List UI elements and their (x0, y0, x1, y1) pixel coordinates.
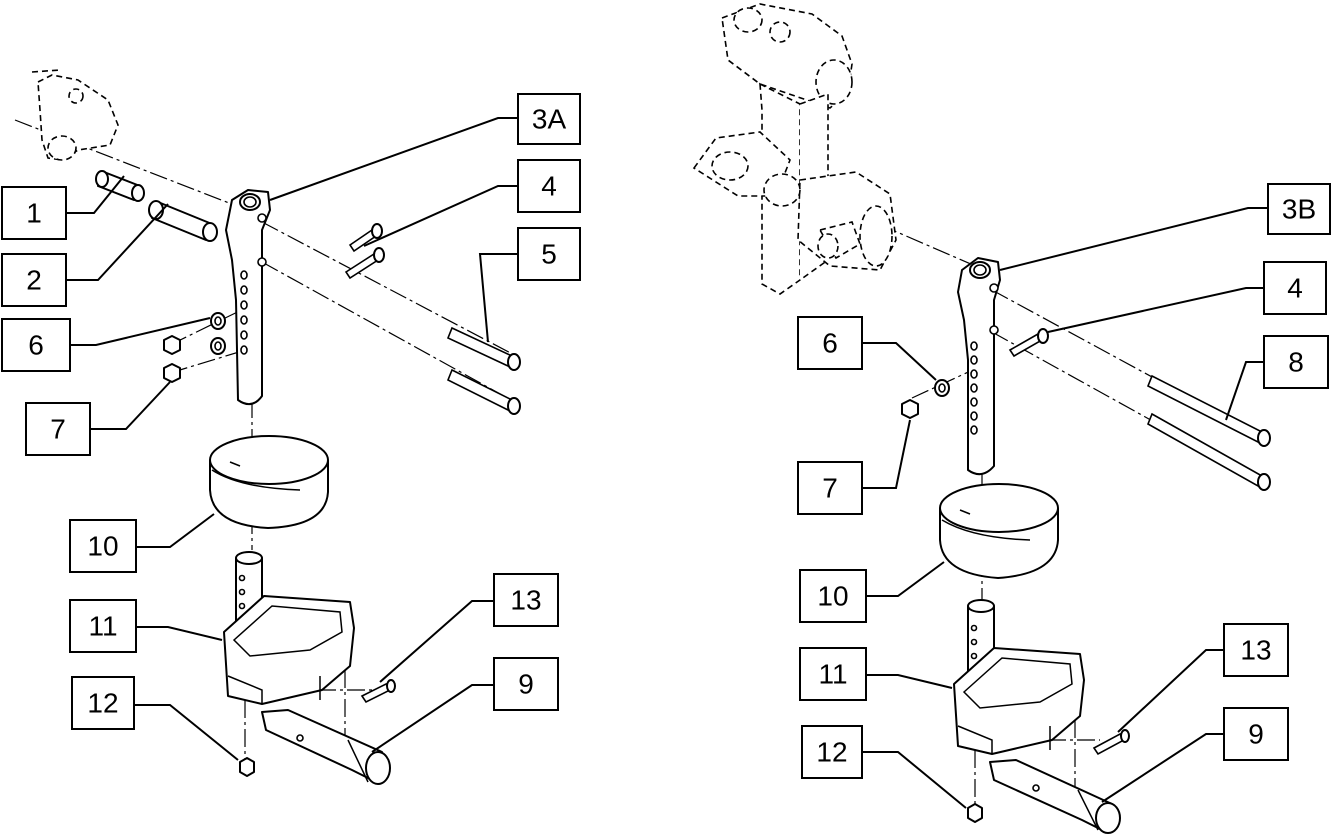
callout-1: 1 (1, 186, 67, 240)
callout-7: 7 (25, 402, 91, 456)
washers-part-6 (210, 312, 226, 355)
hanger-tube-part-3a (225, 189, 271, 406)
callout-label: 13 (1240, 635, 1271, 666)
left-frame-bracket-ghost (31, 69, 119, 161)
left-leader-lines (66, 117, 518, 761)
callout-label: 13 (510, 585, 541, 616)
callout-3b: 3B (1267, 183, 1331, 235)
callout-label: 6 (822, 328, 838, 359)
callout-2: 2 (1, 253, 67, 307)
callout-3a: 3A (517, 93, 581, 145)
callout-4: 4 (1263, 261, 1327, 315)
screw-part-13 (1092, 729, 1130, 756)
callout-12: 12 (801, 725, 863, 779)
callout-label: 10 (87, 531, 118, 562)
callout-label: 5 (541, 239, 557, 270)
callout-9: 9 (493, 657, 559, 711)
callout-7: 7 (797, 461, 863, 515)
callout-label: 11 (88, 611, 117, 642)
short-screws-part-4 (344, 223, 385, 280)
right-frame-ghost (692, 3, 897, 295)
callout-label: 4 (1287, 273, 1303, 304)
callout-label: 12 (816, 737, 847, 768)
callout-10: 10 (69, 519, 137, 573)
spacer-short-part-1 (95, 170, 145, 202)
spacer-long-part-2 (148, 200, 218, 242)
callout-label: 12 (87, 688, 118, 719)
callout-8: 8 (1263, 335, 1329, 389)
callout-5: 5 (517, 227, 581, 281)
callout-label: 11 (818, 659, 847, 690)
right-leader-lines (862, 207, 1268, 809)
long-bolts-part-5 (446, 326, 521, 415)
callout-label: 10 (817, 581, 848, 612)
callout-label: 3B (1282, 194, 1316, 225)
callout-6: 6 (1, 318, 71, 372)
callout-label: 9 (518, 669, 534, 700)
footplate-cup-part-11 (953, 647, 1085, 755)
callout-label: 4 (541, 171, 557, 202)
callout-label: 8 (1288, 347, 1304, 378)
long-bolts-part-8 (1146, 374, 1271, 491)
callout-9: 9 (1223, 707, 1289, 761)
right-assembly: 3B 4 6 8 7 10 11 13 (692, 3, 1331, 834)
short-screw-part-4 (1008, 328, 1049, 358)
hanger-tube-part-3b (957, 257, 1001, 476)
footplate-cup-part-11 (223, 595, 355, 705)
callout-11: 11 (799, 647, 867, 701)
left-assembly: 1 2 3A 4 5 6 7 10 (1, 69, 581, 785)
callout-label: 7 (822, 473, 838, 504)
footrest-tube-part-9 (261, 709, 391, 785)
screw-part-13 (360, 679, 396, 704)
clamp-ring-part-10 (939, 483, 1059, 579)
callout-label: 1 (26, 198, 42, 229)
callout-11: 11 (69, 599, 137, 653)
callout-13: 13 (493, 573, 559, 627)
callout-label: 3A (532, 104, 567, 135)
nut-part-12 (967, 803, 983, 823)
washer-part-6 (934, 379, 950, 397)
callout-4: 4 (517, 159, 581, 213)
callout-12: 12 (71, 676, 135, 730)
callout-6: 6 (797, 316, 863, 370)
callout-13: 13 (1223, 623, 1289, 677)
callout-label: 9 (1248, 719, 1264, 750)
callout-label: 2 (26, 265, 42, 296)
clamp-ring-part-10 (209, 435, 329, 529)
callout-label: 6 (28, 330, 44, 361)
nut-part-12 (239, 757, 255, 777)
callout-label: 7 (50, 414, 66, 445)
footrest-tube-part-9 (989, 759, 1121, 834)
nut-part-7 (901, 399, 919, 419)
callout-10: 10 (799, 569, 867, 623)
nuts-part-7 (163, 335, 181, 383)
